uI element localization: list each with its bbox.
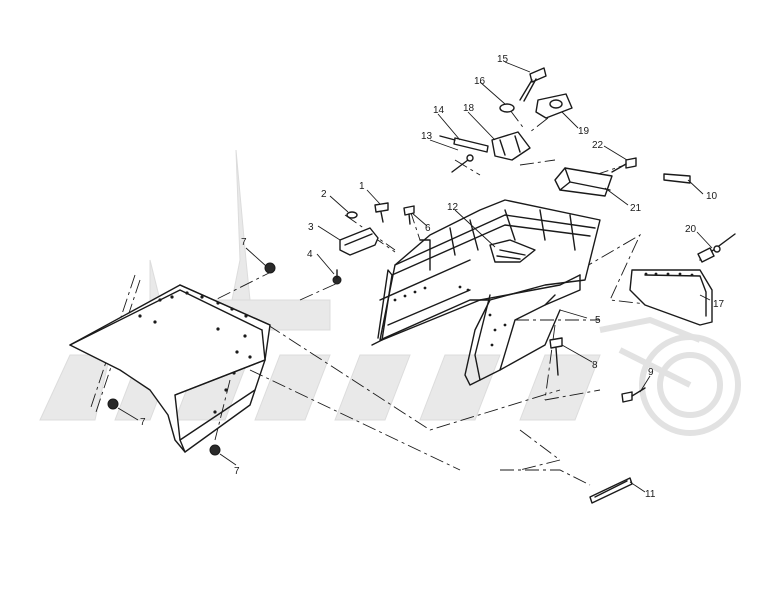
- nut-icon: [107, 398, 119, 410]
- rack-frame: [371, 199, 601, 386]
- callout-5: 5: [595, 315, 601, 326]
- callout-7a: 7: [241, 237, 247, 248]
- nut-icon: [209, 444, 221, 456]
- callout-8: 8: [592, 360, 598, 371]
- trim-strip: [663, 173, 691, 184]
- callout-11: 11: [645, 489, 656, 500]
- callout-3: 3: [308, 222, 314, 233]
- mounting-bracket: [554, 167, 613, 197]
- callout-10: 10: [706, 191, 718, 202]
- callout-6: 6: [425, 223, 431, 234]
- nut-icon: [264, 262, 276, 274]
- washer: [499, 103, 515, 113]
- panel-holes: [138, 291, 252, 414]
- callout-22: 22: [592, 140, 604, 151]
- hinge-assembly: [439, 131, 531, 173]
- callout-1: 1: [359, 181, 365, 192]
- callout-4: 4: [307, 249, 313, 260]
- callout-9: 9: [648, 367, 654, 378]
- callout-17: 17: [713, 299, 725, 310]
- bolt-9: [621, 387, 646, 403]
- callout-7c: 7: [234, 466, 240, 477]
- callout-7b: 7: [140, 417, 146, 428]
- callout-12: 12: [447, 202, 459, 213]
- reflector-plate: [589, 477, 633, 504]
- side-window-panel: [629, 269, 713, 326]
- cable-rod: [697, 233, 736, 263]
- callout-21: 21: [630, 203, 642, 214]
- assembly-leader-lines: [89, 109, 701, 486]
- callout-14: 14: [433, 105, 445, 116]
- callout-leaders: [117, 61, 713, 493]
- latch-plate: [535, 93, 573, 119]
- callout-2: 2: [321, 189, 327, 200]
- callout-19: 19: [578, 126, 590, 137]
- callout-20: 20: [685, 224, 697, 235]
- callout-18: 18: [463, 103, 475, 114]
- callout-16: 16: [474, 76, 486, 87]
- callout-13: 13: [421, 131, 433, 142]
- callout-labels: 1 2 3 4 5 6 7 7 7 8 9 10 11 12 13 14 15 …: [140, 54, 725, 500]
- latch-bolt: [519, 67, 547, 102]
- bolt-8: [549, 337, 563, 376]
- storage-panel: [69, 284, 271, 453]
- callout-15: 15: [497, 54, 509, 65]
- screw-22: [611, 157, 637, 173]
- mounting-hardware: [332, 202, 415, 285]
